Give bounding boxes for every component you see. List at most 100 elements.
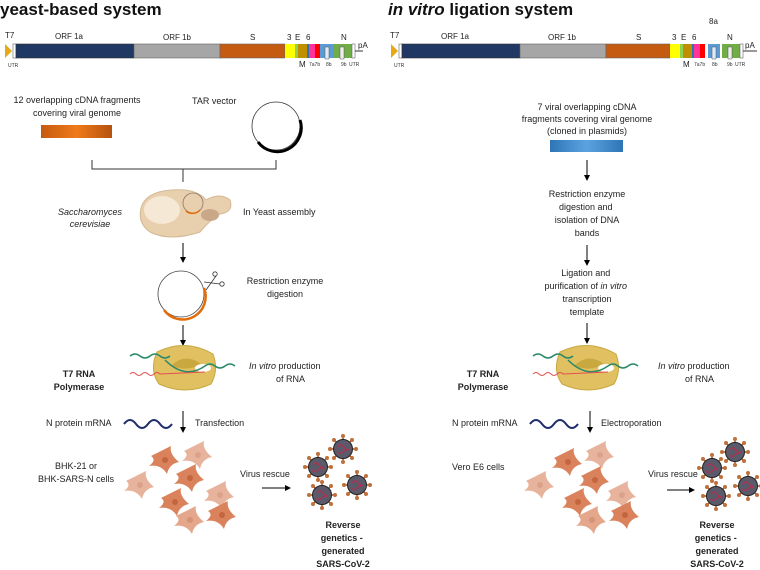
orf1b-label: ORF 1b [163, 33, 192, 42]
orf9b-label: 9b [341, 62, 347, 68]
utr5-segment [13, 44, 16, 58]
t7-promoter-icon [391, 44, 398, 58]
mrna-wave-icon [124, 420, 172, 428]
electroporation-label: Electroporation [601, 418, 662, 428]
cdna-fragment-bar [41, 125, 112, 138]
m-label: M [299, 60, 306, 69]
s-segment [220, 44, 285, 58]
left-result-label: Reversegenetics - generatedSARS-CoV-2 [316, 520, 370, 569]
left-genome-map: T7 ORF 1a ORF 1b S 3 E 6 N pA UTR M 7a7b… [5, 31, 368, 69]
ligation-label: Ligation and purification of in vitro tr… [544, 268, 629, 317]
orf6-label: 6 [306, 33, 311, 42]
transfection-label: Transfection [195, 418, 244, 428]
orf1b-segment [520, 44, 606, 58]
utr3-segment [740, 44, 743, 58]
left-production-label: In vitro production of RNA [249, 361, 323, 384]
m-segment [298, 44, 307, 58]
orf6-segment [307, 44, 309, 58]
scissors-icon [204, 272, 224, 290]
orf1a-segment [16, 44, 134, 58]
orf7b-segment [700, 44, 705, 58]
cell-cluster-icon [124, 441, 236, 534]
right-cells-label: Vero E6 cells [452, 462, 505, 472]
orf8b-label: 8b [326, 62, 332, 68]
orf7a-segment [309, 44, 315, 58]
n-label: N [727, 33, 733, 42]
s-label: S [250, 33, 255, 42]
t7-polymerase-icon [533, 345, 638, 390]
s-segment [606, 44, 670, 58]
e-segment [680, 44, 683, 58]
right-rescue-label: Virus rescue [648, 469, 698, 479]
utr3-label: UTR [735, 62, 746, 68]
t7-promoter-icon [5, 44, 12, 58]
left-polymerase-label: T7 RNAPolymerase [54, 369, 105, 392]
left-rescue-label: Virus rescue [240, 469, 290, 479]
cdna-fragment-bar [550, 140, 623, 152]
orf9b-box [340, 47, 344, 59]
left-title: yeast-based system [0, 0, 162, 19]
orf1b-segment [134, 44, 220, 58]
orf1a-segment [402, 44, 520, 58]
orf6-segment [692, 44, 694, 58]
t7-label: T7 [390, 31, 400, 40]
utr3-segment [352, 44, 355, 58]
right-result-label: Reversegenetics - generatedSARS-CoV-2 [690, 520, 744, 569]
left-fragments-label: 12 overlapping cDNA fragmentscovering vi… [13, 95, 141, 118]
orf8b-label: 8b [712, 62, 718, 68]
n-label: N [341, 33, 347, 42]
orf3-label: 3 [672, 33, 677, 42]
utr5-segment [399, 44, 402, 58]
right-polymerase-label: T7 RNAPolymerase [458, 369, 509, 392]
tar-vector-plasmid-icon [252, 102, 301, 152]
orf8b-box [325, 47, 329, 59]
e-label: E [681, 33, 686, 42]
orf8b-box [712, 47, 716, 59]
s-label: S [636, 33, 641, 42]
pa-label: pA [358, 41, 368, 50]
orf3-segment [670, 44, 680, 58]
right-genome-map: T7 ORF 1a ORF 1b S 3 E 6 8a N pA UTR M 7… [390, 17, 757, 69]
right-production-label: In vitro production of RNA [658, 361, 732, 384]
orf3-label: 3 [287, 33, 292, 42]
t7-polymerase-icon [130, 345, 235, 390]
orf6-label: 6 [692, 33, 697, 42]
virus-particles-icon [697, 437, 760, 511]
e-segment [295, 44, 298, 58]
orf9b-label: 9b [727, 62, 733, 68]
m-label: M [683, 60, 690, 69]
tar-vector-label: TAR vector [192, 96, 236, 106]
orf9b-box [728, 47, 732, 59]
left-mrna-label: N protein mRNA [46, 418, 112, 428]
left-digestion-label: Restriction enzymedigestion [247, 276, 324, 299]
organism-label: Saccharomycescerevisiae [58, 207, 123, 229]
right-digestion-label: Restriction enzymedigestion and isolatio… [549, 189, 626, 238]
cell-cluster-icon [524, 441, 639, 534]
orf1a-label: ORF 1a [55, 32, 84, 41]
merge-bracket [92, 160, 276, 182]
orf1a-label: ORF 1a [441, 32, 470, 41]
orf7-label: 7a7b [694, 62, 705, 68]
assembled-plasmid-icon [158, 271, 206, 320]
orf3-segment [285, 44, 295, 58]
right-title: in vitro ligation system [388, 0, 573, 19]
orf1b-label: ORF 1b [548, 33, 577, 42]
left-cells-label: BHK-21 orBHK-SARS-N cells [38, 461, 115, 484]
assembly-label: In Yeast assembly [243, 207, 316, 217]
pa-label: pA [745, 41, 755, 50]
utr3-label: UTR [349, 62, 360, 68]
right-fragments-label: 7 viral overlapping cDNAfragments coveri… [522, 102, 653, 136]
e-label: E [295, 33, 300, 42]
t7-label: T7 [5, 31, 15, 40]
orf7a-segment [694, 44, 700, 58]
m-segment [683, 44, 692, 58]
utr5-label: UTR [8, 63, 19, 69]
yeast-cell-icon [140, 190, 231, 237]
utr5-label: UTR [394, 63, 405, 69]
orf7b-segment [315, 44, 320, 58]
orf8a-label: 8a [709, 17, 718, 26]
right-mrna-label: N protein mRNA [452, 418, 518, 428]
orf7-label: 7a7b [309, 62, 320, 68]
virus-particles-icon [303, 434, 372, 510]
